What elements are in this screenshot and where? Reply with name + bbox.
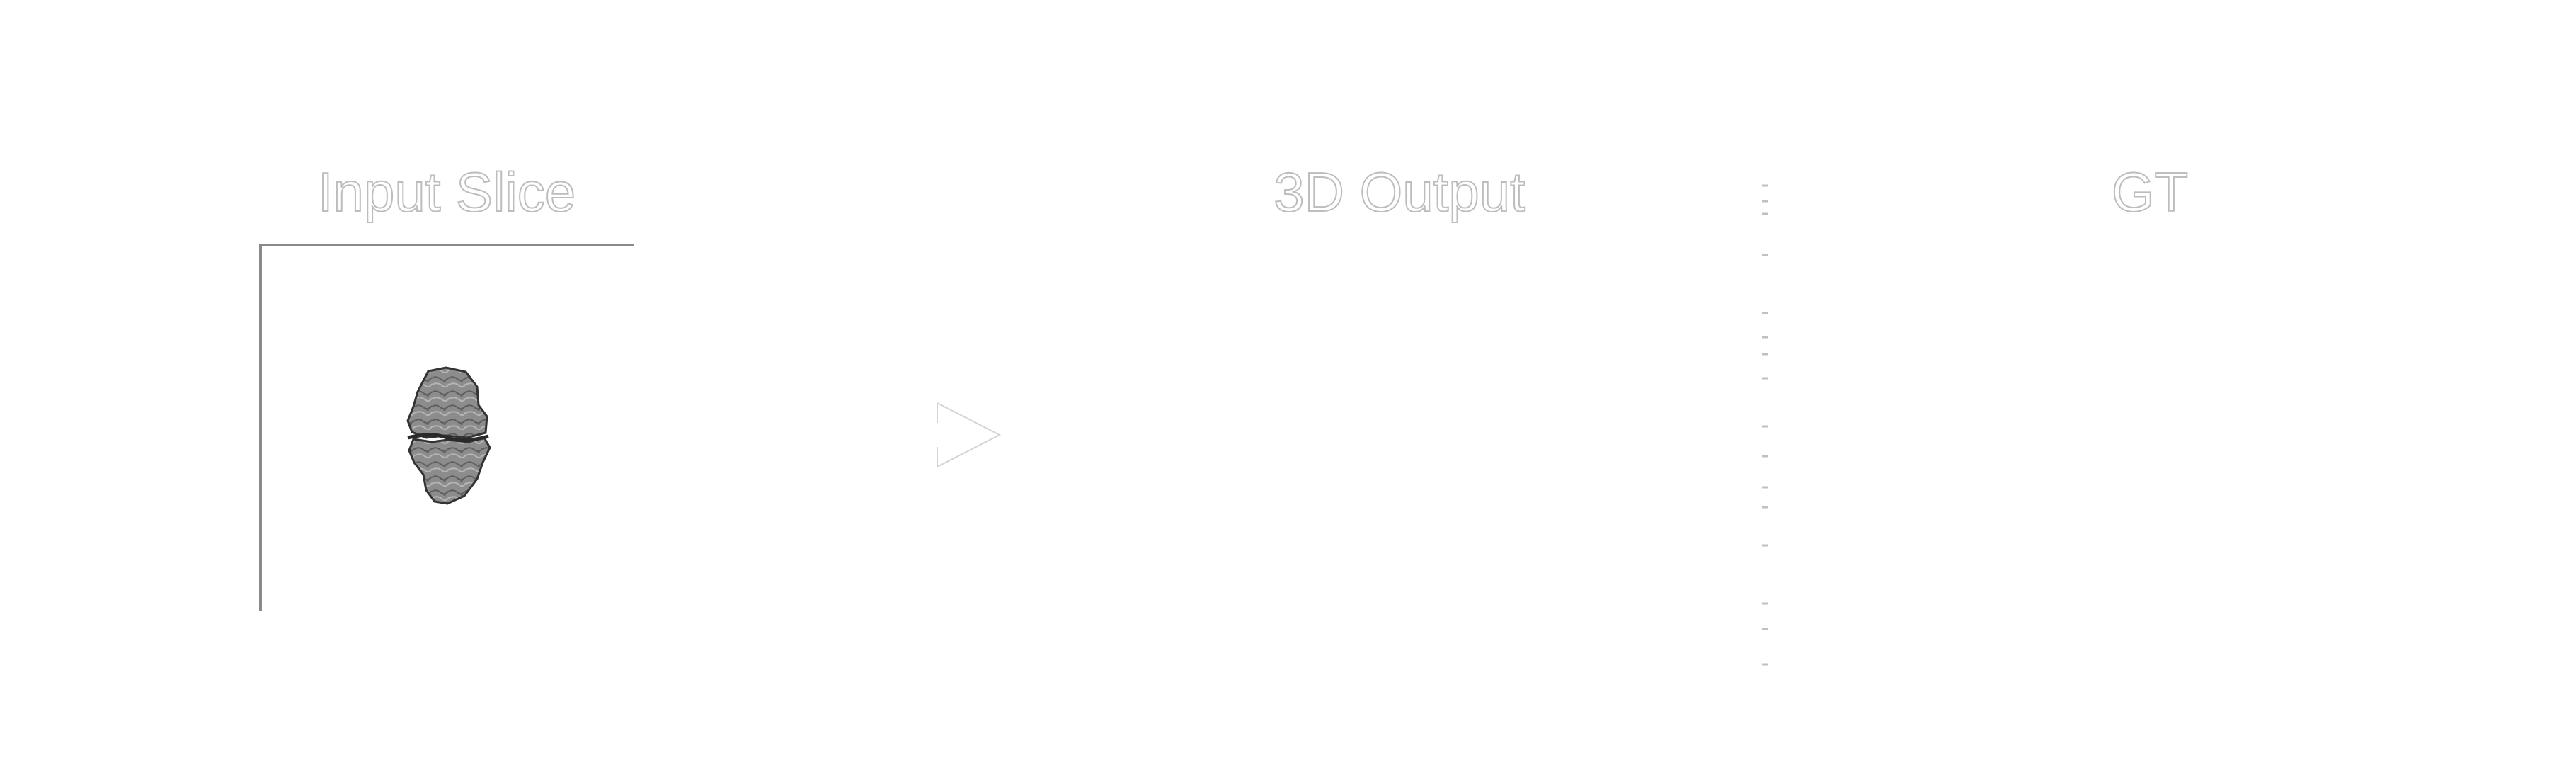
gt-title: GT [2111,161,2189,223]
input-slice-panel [259,244,634,611]
3d-output-title: 3D Output [1273,161,1526,223]
input-slice-image [406,366,491,505]
input-slice-title: Input Slice [317,161,576,223]
arrow-right-outline-icon [937,402,1002,468]
brain-slice-lower [408,436,491,505]
brain-slice-upper [406,366,488,439]
dashed-divider [1762,184,1768,666]
